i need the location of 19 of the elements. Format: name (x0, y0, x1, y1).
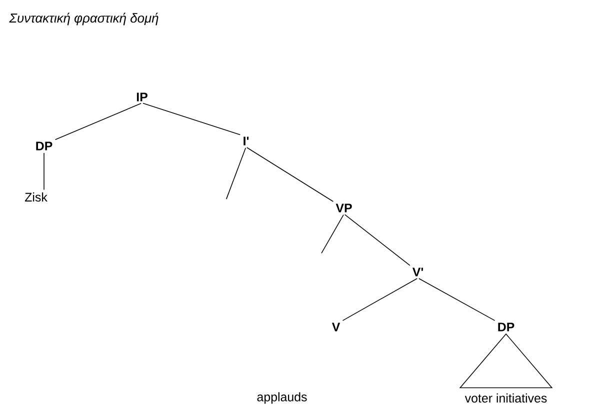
branch-line (142, 102, 241, 136)
category-label: VP (336, 204, 352, 212)
word-label: applauds (257, 392, 307, 404)
branch-line (342, 278, 418, 321)
category-label: V (332, 322, 340, 332)
branch-line (246, 147, 334, 202)
title: Συντακτική φραστική δομή (9, 12, 158, 26)
branch-line (321, 214, 344, 254)
branch-line (344, 214, 410, 266)
category-label: V' (412, 268, 423, 276)
category-label: IP (136, 92, 148, 102)
category-label: DP (36, 142, 52, 150)
branch-line (418, 278, 496, 321)
branch-line (226, 148, 246, 200)
branch-line (54, 102, 142, 140)
category-label: I' (244, 136, 249, 146)
word-label: Zisk (24, 192, 48, 202)
category-label: DP (498, 322, 514, 332)
word-label: voter initiatives (464, 393, 547, 403)
